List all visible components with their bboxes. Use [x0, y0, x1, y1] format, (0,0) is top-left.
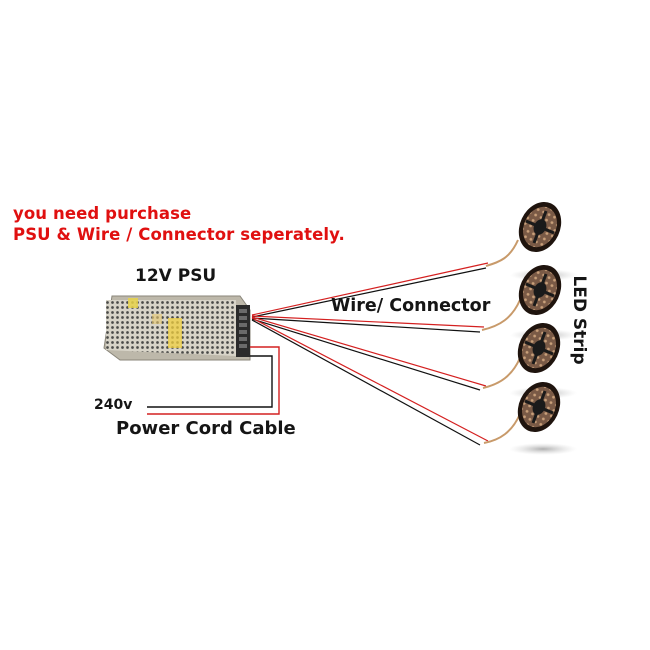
- purchase-note-line2: PSU & Wire / Connector seperately.: [13, 225, 345, 244]
- led-reel: [509, 381, 577, 455]
- psu-icon: [103, 295, 251, 361]
- psu-title: 12V PSU: [135, 266, 217, 286]
- power-cord-label: Power Cord Cable: [116, 418, 296, 439]
- connector-wires: [251, 262, 489, 446]
- power-cord-wires: [147, 346, 280, 415]
- led-strip-tails: [481, 239, 521, 444]
- purchase-note-line1: you need purchase: [13, 204, 192, 223]
- led-strip-label: LED Strip: [569, 275, 589, 365]
- led-strip-label-container: LED Strip: [566, 270, 592, 370]
- wire-connector-label: Wire/ Connector: [331, 296, 491, 316]
- voltage-label: 240v: [94, 397, 133, 413]
